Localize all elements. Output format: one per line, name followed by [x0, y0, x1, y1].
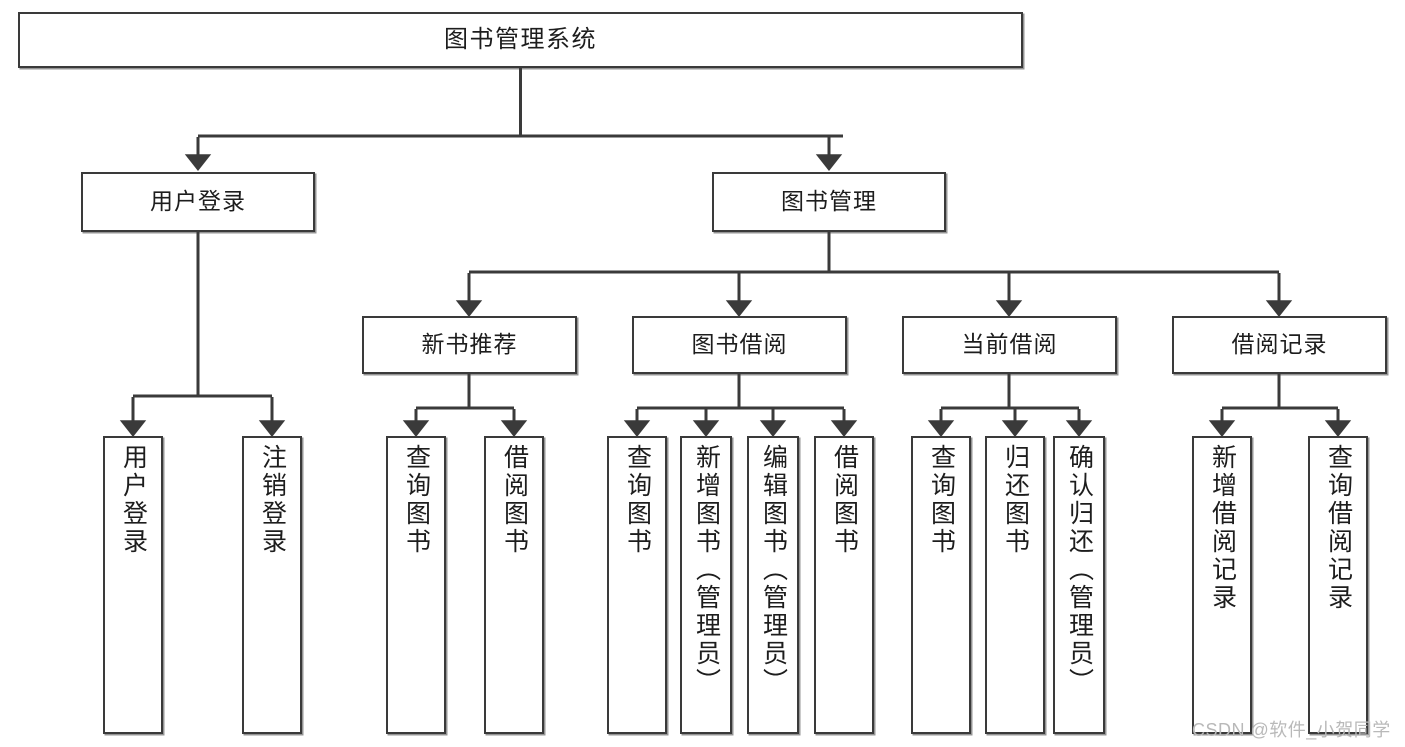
node-leaf-add-book-label: 新增图书（管理员） — [692, 444, 721, 696]
node-user-login-label: 用户登录 — [150, 188, 246, 215]
node-leaf-query-book-1-label: 查询图书 — [402, 444, 431, 556]
node-leaf-add-book[interactable]: 新增图书（管理员） — [680, 436, 732, 734]
node-new-book-rec-label: 新书推荐 — [421, 331, 518, 358]
node-leaf-query-book-1[interactable]: 查询图书 — [386, 436, 446, 734]
node-book-manage[interactable]: 图书管理 — [712, 172, 946, 232]
node-leaf-confirm-return-label: 确认归还（管理员） — [1065, 444, 1094, 696]
node-borrow-record[interactable]: 借阅记录 — [1172, 316, 1387, 374]
node-user-login[interactable]: 用户登录 — [81, 172, 315, 232]
node-leaf-user-login[interactable]: 用户登录 — [103, 436, 163, 734]
node-leaf-query-book-3[interactable]: 查询图书 — [911, 436, 971, 734]
node-root-label: 图书管理系统 — [444, 25, 597, 53]
node-leaf-logout-label: 注销登录 — [258, 444, 287, 556]
node-book-borrow-label: 图书借阅 — [691, 331, 788, 358]
node-leaf-edit-book-label: 编辑图书（管理员） — [759, 444, 788, 696]
node-leaf-query-book-2[interactable]: 查询图书 — [607, 436, 667, 734]
node-leaf-borrow-book-2-label: 借阅图书 — [830, 444, 859, 556]
node-leaf-confirm-return[interactable]: 确认归还（管理员） — [1053, 436, 1105, 734]
node-leaf-borrow-book-1[interactable]: 借阅图书 — [484, 436, 544, 734]
node-leaf-query-record-label: 查询借阅记录 — [1324, 444, 1353, 612]
node-leaf-return-book-label: 归还图书 — [1001, 444, 1030, 556]
node-root[interactable]: 图书管理系统 — [18, 12, 1023, 68]
node-leaf-query-record[interactable]: 查询借阅记录 — [1308, 436, 1368, 734]
node-leaf-query-book-3-label: 查询图书 — [927, 444, 956, 556]
node-book-borrow[interactable]: 图书借阅 — [632, 316, 847, 374]
node-current-borrow-label: 当前借阅 — [961, 331, 1058, 358]
node-leaf-logout[interactable]: 注销登录 — [242, 436, 302, 734]
node-new-book-rec[interactable]: 新书推荐 — [362, 316, 577, 374]
node-borrow-record-label: 借阅记录 — [1231, 331, 1328, 358]
node-book-manage-label: 图书管理 — [781, 188, 877, 215]
node-leaf-query-book-2-label: 查询图书 — [623, 444, 652, 556]
node-leaf-borrow-book-1-label: 借阅图书 — [500, 444, 529, 556]
node-leaf-borrow-book-2[interactable]: 借阅图书 — [814, 436, 874, 734]
node-current-borrow[interactable]: 当前借阅 — [902, 316, 1117, 374]
node-leaf-edit-book[interactable]: 编辑图书（管理员） — [747, 436, 799, 734]
node-leaf-user-login-label: 用户登录 — [119, 444, 148, 556]
watermark-text: CSDN @软件_小贺同学 — [1192, 720, 1391, 740]
node-leaf-return-book[interactable]: 归还图书 — [985, 436, 1045, 734]
node-leaf-add-record[interactable]: 新增借阅记录 — [1192, 436, 1252, 734]
node-leaf-add-record-label: 新增借阅记录 — [1208, 444, 1237, 612]
